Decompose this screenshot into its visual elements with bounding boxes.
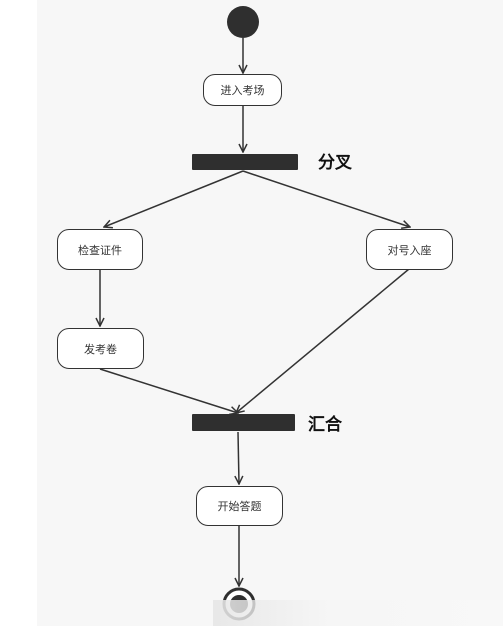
node-check-id: 检查证件 [57, 229, 143, 270]
join-bar [192, 414, 295, 431]
edge-hand-out-to-join [99, 368, 238, 413]
edge-seat-to-join [236, 268, 410, 413]
node-hand-out-papers: 发考卷 [57, 328, 144, 369]
fork-label: 分叉 [318, 153, 352, 173]
node-take-seat: 对号入座 [366, 229, 453, 270]
edge-join-to-start-answer [238, 431, 239, 484]
fork-bar [192, 154, 298, 170]
node-start-answering: 开始答题 [196, 486, 283, 526]
blurred-watermark [213, 600, 503, 626]
node-enter-exam-room: 进入考场 [203, 74, 282, 106]
edge-fork-to-seat [242, 170, 410, 227]
join-label: 汇合 [308, 415, 342, 435]
edge-fork-to-check [104, 170, 244, 227]
start-node [227, 6, 259, 38]
